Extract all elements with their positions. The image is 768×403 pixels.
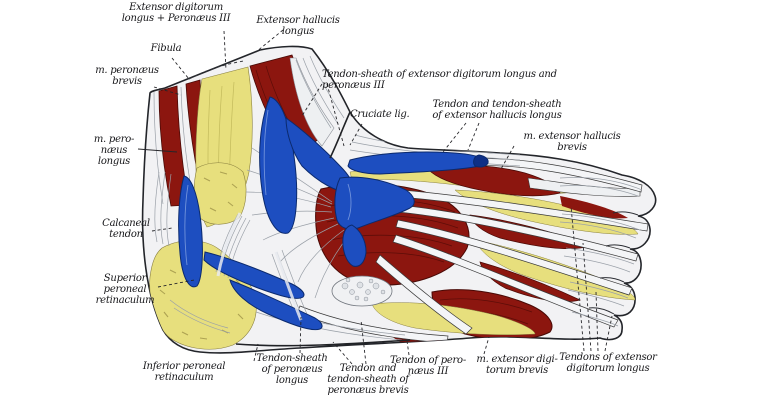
articular-bone-surface	[331, 275, 393, 307]
label-tendon-of-peronaeus-iii: Tendon of pero- næus III	[390, 355, 466, 378]
label-cruciate-ligament: Cruciate lig.	[350, 109, 410, 120]
sheath-retromalleolar	[178, 175, 203, 288]
label-m-peronaeus-brevis: m. peronæus brevis	[95, 65, 159, 88]
sheath-peronaeus-brevis	[203, 251, 305, 299]
label-m-extensor-hallucis-brevis: m. extensor hallucis brevis	[523, 131, 621, 154]
leader-lines	[151, 29, 613, 365]
label-extensor-hallucis-longus: Extensor hallucis longus	[256, 15, 340, 38]
peroneal-retinacula-bands	[216, 212, 303, 321]
label-tendon-and-sheath-peronaeus-brevis: Tendon and tendon-sheath of peronæus bre…	[327, 363, 409, 397]
inner-contours	[235, 111, 411, 347]
tendon-sheaths-blue	[178, 96, 489, 331]
label-tendon-and-sheath-ehl: Tendon and tendon-sheath of extensor hal…	[432, 99, 562, 122]
label-m-extensor-digitorum-brevis: m. extensor digi- torum brevis	[476, 354, 558, 377]
leader-line-solid	[137, 148, 178, 153]
cruciate-ligament-blue	[334, 176, 415, 230]
extensor-hallucis-brevis-muscle	[427, 165, 561, 197]
label-inferior-peroneal-retinaculum: Inferior peroneal retinaculum	[142, 361, 226, 384]
label-superior-peroneal-retinaculum: Superior peroneal retinaculum	[95, 273, 155, 307]
label-extensor-digitorum-longus-peronaeus-iii: Extensor digitorum longus + Peronæus III	[121, 2, 231, 25]
label-tendon-sheath-edl-peronaeus-iii: Tendon-sheath of extensor digitorum long…	[322, 69, 557, 92]
foot-interior	[149, 54, 649, 350]
label-tendons-of-extensor-digitorum-longus: Tendons of extensor digitorum longus	[559, 352, 657, 375]
label-m-peronaeus-longus: m. pero- næus longus	[93, 134, 135, 168]
extensor-tendons	[296, 158, 649, 344]
label-fibula: Fibula	[150, 43, 182, 54]
label-calcaneal-tendon: Calcaneal tendon	[102, 218, 150, 241]
label-tendon-sheath-peronaeus-longus: Tendon-sheath of peronæus longus	[256, 353, 328, 387]
toe-creases	[588, 211, 639, 315]
